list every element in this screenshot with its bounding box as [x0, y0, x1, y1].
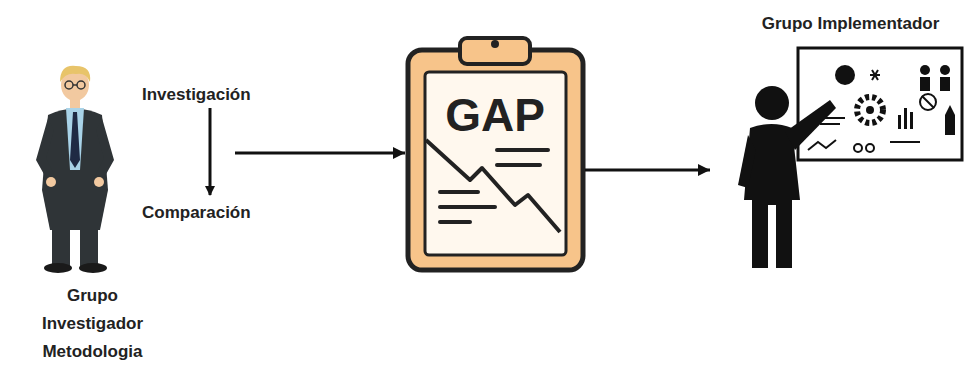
node-text: Grupo Investigador Metodologia [35, 282, 150, 366]
step-label: Comparación [142, 203, 251, 223]
step-label: Investigación [142, 85, 251, 105]
clipboard-icon [408, 38, 583, 270]
businessman-figure [36, 66, 114, 273]
flow-arrow [209, 108, 212, 195]
flow-arrow [585, 169, 710, 172]
node-text: GAP [405, 90, 585, 140]
presenter-figure [738, 48, 962, 268]
figure-node: GAP [405, 35, 585, 272]
node-text: Grupo Implementador [728, 13, 973, 35]
figure-node: Grupo Implementador [710, 10, 975, 280]
flow-arrow [235, 152, 405, 155]
